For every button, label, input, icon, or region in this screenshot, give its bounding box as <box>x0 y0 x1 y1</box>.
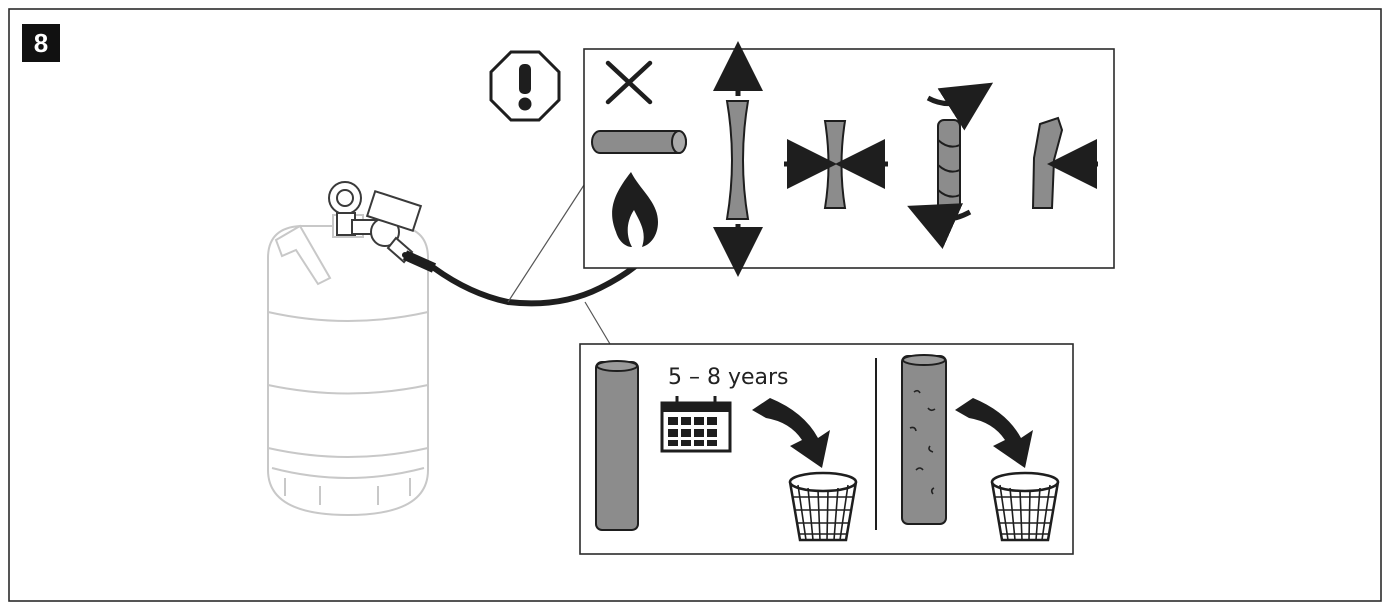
step-badge: 8 <box>22 24 60 62</box>
warning-octagon-icon <box>489 50 561 122</box>
leader-line-warning <box>507 184 585 303</box>
lifetime-label: 5 – 8 years <box>668 365 789 390</box>
discard-arrow-icon <box>752 398 830 468</box>
step-number: 8 <box>34 28 48 58</box>
gas-hose <box>402 252 643 307</box>
replacement-panel: 5 – 8 years <box>579 343 1074 555</box>
prohibited-x-icon <box>605 60 653 105</box>
regulator <box>328 181 423 264</box>
heat-source-flame-icon <box>612 172 658 247</box>
hose-segment-horizontal <box>591 130 687 154</box>
calendar-icon <box>660 396 732 453</box>
pinch-arrows-icon <box>784 120 888 209</box>
warning-panel <box>489 41 1115 277</box>
bend-arrow-icon <box>1031 116 1098 209</box>
waste-basket-icon <box>788 471 858 542</box>
waste-basket-icon-damaged <box>990 471 1060 542</box>
twist-arrows-icon <box>907 82 994 249</box>
stretch-arrows-icon <box>713 41 763 277</box>
leader-line-replacement <box>584 301 611 345</box>
hose-connector <box>402 250 437 273</box>
hose-damaged <box>901 354 947 525</box>
hose-new <box>595 360 639 531</box>
discard-arrow-icon-damaged <box>955 398 1033 468</box>
